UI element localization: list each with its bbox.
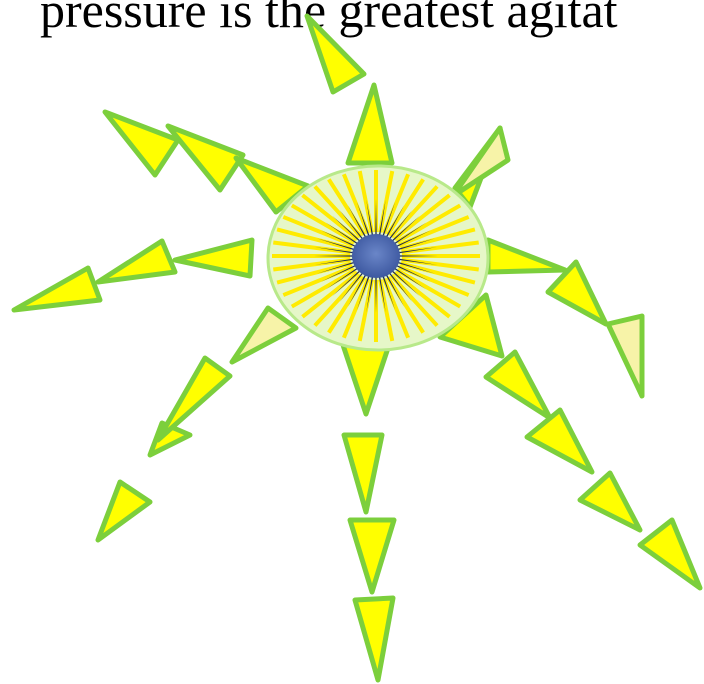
triangle-arrow-icon (527, 410, 592, 472)
triangle-arrow-icon (348, 85, 392, 163)
triangle-arrow-icon (488, 240, 565, 272)
triangle-arrow-icon (158, 358, 230, 440)
triangle-arrow-icon (344, 435, 382, 512)
triangle-arrow-icon (608, 316, 642, 396)
triangle-arrow-icon (232, 308, 296, 362)
triangle-arrow-icon (350, 520, 394, 592)
sunburst-core-icon (352, 234, 400, 278)
triangle-arrow-icon (98, 241, 175, 282)
triangle-arrow-icon (105, 112, 178, 175)
triangle-arrow-icon (486, 352, 550, 418)
triangle-arrow-icon (342, 342, 390, 414)
triangle-arrow-icon (355, 598, 393, 680)
triangle-arrow-icon (175, 240, 252, 276)
triangle-arrow-icon (14, 268, 100, 310)
triangle-arrow-icon (307, 16, 364, 92)
triangle-arrow-icon (98, 482, 150, 540)
triangle-arrow-icon (640, 520, 700, 588)
sunburst (268, 166, 488, 350)
triangle-arrow-icon (168, 126, 243, 190)
triangle-arrow-icon (580, 473, 640, 530)
